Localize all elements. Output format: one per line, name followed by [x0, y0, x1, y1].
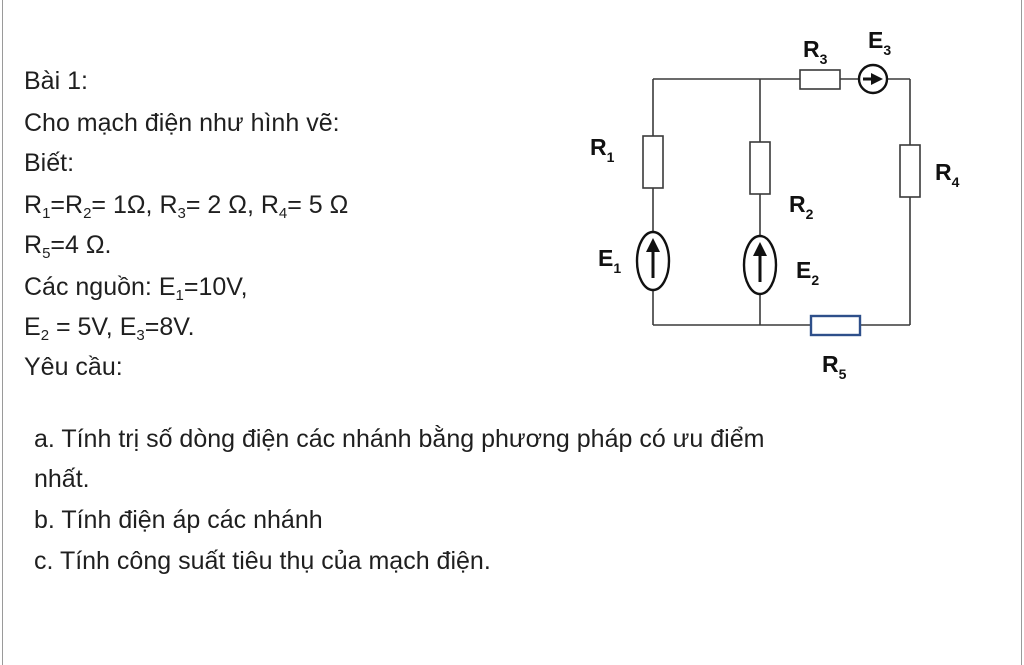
- r5-symbol: R: [24, 231, 43, 259]
- label-e3: E3: [868, 27, 891, 58]
- label-r1: R1: [590, 134, 615, 165]
- question-b: b. Tính điện áp các nhánh: [34, 506, 323, 534]
- r5-value: =4 Ω.: [50, 231, 112, 259]
- r4-symbol: R: [260, 191, 279, 219]
- question-c: c. Tính công suất tiêu thụ của mạch điện…: [34, 547, 491, 575]
- resistor-values-line1: R1=R2= 1Ω, R3= 2 Ω, R4= 5 Ω: [24, 190, 349, 222]
- label-r4: R4: [935, 159, 960, 190]
- r2-symbol: R: [65, 191, 84, 219]
- r3-symbol: R: [159, 191, 178, 219]
- label-e2: E2: [796, 257, 819, 288]
- requirement-label: Yêu cầu:: [24, 353, 123, 381]
- r3-subscript: 3: [177, 205, 186, 222]
- source-e1: [635, 230, 671, 292]
- r2-subscript: 2: [83, 205, 92, 222]
- e1-subscript: 1: [175, 287, 184, 304]
- question-a-line2: nhất.: [34, 465, 90, 493]
- r5-subscript: 5: [42, 245, 51, 262]
- label-e1: E1: [598, 245, 621, 276]
- r1-symbol: R: [24, 191, 43, 219]
- r12-value: = 1Ω,: [91, 191, 160, 219]
- resistor-r2: [749, 141, 771, 195]
- source-values-line1: Các nguồn: E1=10V,: [24, 272, 248, 304]
- problem-title: Bài 1:: [24, 67, 88, 95]
- resistor-values-line2: R5=4 Ω.: [24, 230, 112, 262]
- e2-subscript: 2: [40, 327, 50, 344]
- resistor-r4: [899, 144, 921, 198]
- equals-sign: =: [50, 191, 66, 219]
- r3-value: = 2 Ω,: [185, 191, 261, 219]
- resistor-r1: [642, 135, 664, 189]
- question-a-line1: a. Tính trị số dòng điện các nhánh bằng …: [34, 425, 765, 453]
- r1-subscript: 1: [42, 205, 51, 222]
- r4-subscript: 4: [278, 205, 288, 222]
- e1-value: =10V,: [183, 273, 248, 301]
- sources-prefix: Các nguồn: E: [24, 273, 176, 301]
- r4-value: = 5 Ω: [287, 191, 349, 219]
- resistor-r3: [799, 69, 841, 90]
- e3-value: =8V.: [144, 313, 195, 341]
- e3-symbol: E: [119, 313, 137, 341]
- problem-intro: Cho mạch điện như hình vẽ:: [24, 109, 340, 137]
- label-r5: R5: [822, 351, 847, 382]
- e3-subscript: 3: [136, 327, 145, 344]
- label-r3: R3: [803, 36, 828, 67]
- source-e3: [857, 63, 889, 95]
- given-label: Biết:: [24, 149, 75, 177]
- circuit-wires: [652, 78, 911, 326]
- e2-value: = 5V,: [49, 313, 120, 341]
- resistor-r5: [809, 314, 862, 337]
- label-r2: R2: [789, 191, 814, 222]
- e2-symbol: E: [24, 313, 41, 341]
- source-e2: [742, 234, 778, 296]
- source-values-line2: E2 = 5V, E3=8V.: [24, 312, 195, 344]
